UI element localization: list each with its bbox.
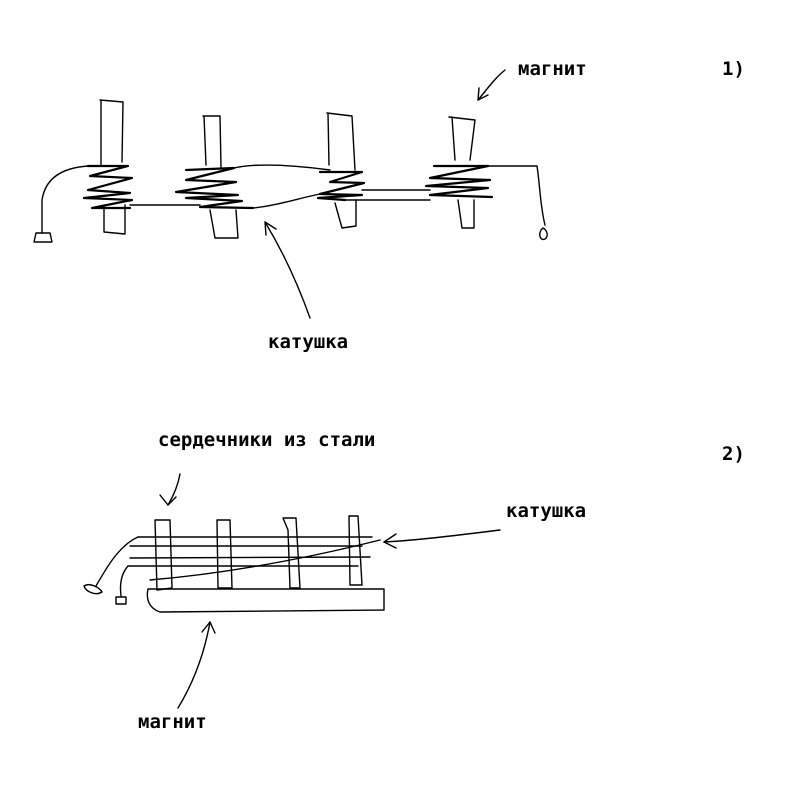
figure-2-steel-core xyxy=(282,517,301,589)
figure-1: 1) магнит катушка xyxy=(33,58,745,353)
figure-1-magnet xyxy=(326,112,357,229)
figure-1-coil-arrow xyxy=(264,221,311,319)
figure-1-coil-label: катушка xyxy=(268,331,348,353)
figure-1-coil-winding xyxy=(424,164,494,199)
figure-2-coil-label: катушка xyxy=(506,500,586,522)
figure-1-number: 1) xyxy=(722,58,745,80)
figure-1-magnet xyxy=(202,115,239,239)
figure-1-coil-winding xyxy=(316,170,366,202)
figure-2-magnet-bar xyxy=(146,588,385,613)
figure-1-magnet-arrow xyxy=(477,69,506,101)
figure-2-coil xyxy=(127,536,381,581)
figure-1-wire xyxy=(33,164,548,243)
figure-2-wire xyxy=(83,536,139,605)
figure-1-magnet-label: магнит xyxy=(518,58,587,80)
figure-1-magnet xyxy=(448,116,476,229)
figure-2-coil-arrow xyxy=(383,529,501,549)
figure-2-cores-label: сердечники из стали xyxy=(158,429,375,451)
figure-2-steel-core xyxy=(348,515,363,586)
figure-1-magnet xyxy=(99,99,126,235)
figure-2-number: 2) xyxy=(722,443,745,465)
figure-2-magnet-arrow xyxy=(177,621,216,709)
figure-2: 2) сердечники из стали катушка магнит xyxy=(83,429,745,733)
figure-1-coil-winding xyxy=(82,164,134,210)
figure-1-coil-winding xyxy=(174,166,255,210)
figure-2-steel-core xyxy=(216,519,233,589)
figure-2-magnet-label: магнит xyxy=(138,711,207,733)
figure-2-cores-arrow xyxy=(159,473,181,506)
